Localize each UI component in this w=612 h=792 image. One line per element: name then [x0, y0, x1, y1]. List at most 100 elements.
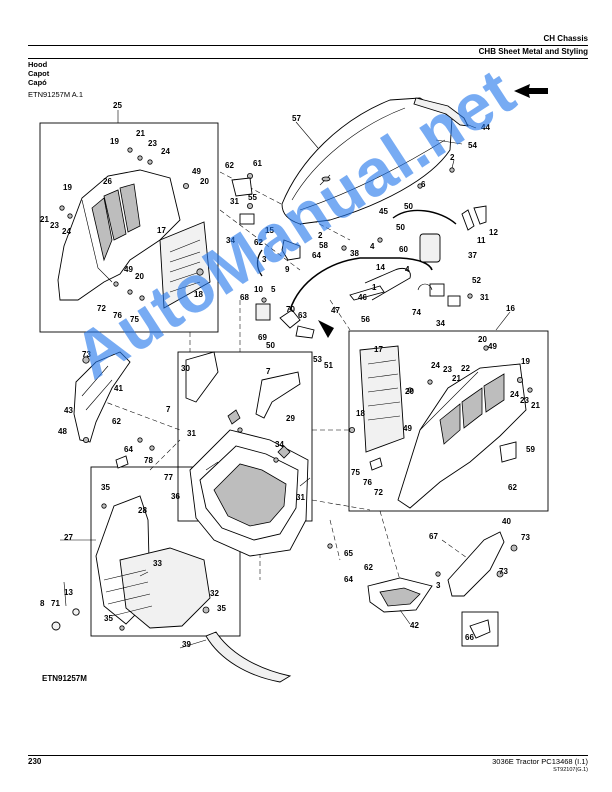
callout: 38	[350, 249, 359, 258]
callout: 59	[526, 445, 535, 454]
callout: 35	[101, 483, 110, 492]
callout: 3	[436, 581, 441, 590]
callout: 15	[265, 226, 274, 235]
callout: 11	[477, 236, 486, 245]
callout: 40	[502, 517, 511, 526]
callout: 76	[363, 478, 372, 487]
callout: 34	[275, 440, 284, 449]
callout: 57	[292, 114, 301, 123]
callout: 19	[63, 183, 72, 192]
callout: 6	[421, 180, 426, 189]
header-rule	[28, 45, 588, 46]
callout: 1	[372, 283, 377, 292]
callout: 50	[266, 341, 275, 350]
callout: 23	[520, 396, 529, 405]
page-number: 230	[28, 757, 42, 766]
callout: 49	[124, 265, 133, 274]
callout: 45	[379, 207, 388, 216]
callout: 70	[286, 305, 295, 314]
callout: 9	[285, 265, 290, 274]
callout: 73	[521, 533, 530, 542]
callout: 77	[164, 473, 173, 482]
callout: 55	[248, 193, 257, 202]
callout: 18	[194, 290, 203, 299]
left-heat-shield	[159, 221, 211, 309]
callout: 24	[62, 227, 71, 236]
callout: 62	[508, 483, 517, 492]
callout: 62	[364, 563, 373, 572]
callout: 28	[138, 506, 147, 515]
callout: 4	[370, 242, 375, 251]
callout: 41	[114, 384, 123, 393]
callout: 35	[104, 614, 113, 623]
callout: 10	[254, 285, 263, 294]
frame-clip	[461, 611, 499, 647]
hood-rear-trim	[413, 97, 469, 127]
callout: 50	[404, 202, 413, 211]
clip-icon	[469, 619, 491, 639]
callout: 4	[405, 265, 410, 274]
callout: 33	[153, 559, 162, 568]
callout: 75	[351, 468, 360, 477]
callout: 68	[240, 293, 249, 302]
callout: 36	[171, 492, 180, 501]
callout: 50	[396, 223, 405, 232]
leader-lines	[60, 110, 511, 649]
callout: 32	[210, 589, 219, 598]
callout: 24	[161, 147, 170, 156]
callout: 72	[374, 488, 383, 497]
callout: 49	[192, 167, 201, 176]
callout: 73	[82, 350, 91, 359]
callout: 62	[112, 417, 121, 426]
callout: 20	[405, 387, 414, 396]
callout: 30	[181, 364, 190, 373]
callout: 21	[531, 401, 540, 410]
figure-id: ETN91257M	[42, 674, 87, 683]
callout: 19	[521, 357, 530, 366]
callout: 34	[436, 319, 445, 328]
callout: 24	[431, 361, 440, 370]
callout: 21	[136, 129, 145, 138]
hood-panel	[281, 97, 453, 225]
document-id: 3036E Tractor PC13468 (I.1)	[492, 757, 588, 766]
callout: 67	[429, 532, 438, 541]
trim-right	[447, 531, 505, 597]
orientation-arrow-icon	[514, 84, 548, 98]
callout: 21	[40, 215, 49, 224]
light-housing-left	[73, 351, 131, 443]
callout: 14	[376, 263, 385, 272]
callout: 20	[200, 177, 209, 186]
callout: 5	[271, 285, 276, 294]
callout: 69	[258, 333, 267, 342]
callout: 37	[468, 251, 477, 260]
hood-latch-parts	[239, 213, 461, 339]
callout: 24	[510, 390, 519, 399]
callout: 61	[253, 159, 262, 168]
callout: 47	[331, 306, 340, 315]
left-side-panel	[57, 169, 181, 301]
callout: 21	[452, 374, 461, 383]
right-heat-shield	[359, 345, 405, 453]
callout: 62	[254, 238, 263, 247]
callout: 53	[313, 355, 322, 364]
grille-bracket	[185, 351, 301, 419]
callout: 8	[40, 599, 45, 608]
callout: 39	[182, 640, 191, 649]
frame-right-side-panel	[348, 330, 549, 512]
callout: 23	[50, 221, 59, 230]
callout: 73	[499, 567, 508, 576]
callout: 31	[296, 493, 305, 502]
callout: 54	[468, 141, 477, 150]
hood-support-rod	[289, 205, 487, 311]
callout: 17	[157, 226, 166, 235]
callout: 23	[443, 365, 452, 374]
document-code: ST92107(G.1)	[553, 767, 588, 773]
callout: 7	[266, 367, 271, 376]
callout: 74	[412, 308, 421, 317]
callout: 71	[51, 599, 60, 608]
callout: 42	[410, 621, 419, 630]
page-title-fr: Capot	[28, 69, 50, 78]
callout: 43	[64, 406, 73, 415]
callout: 64	[124, 445, 133, 454]
